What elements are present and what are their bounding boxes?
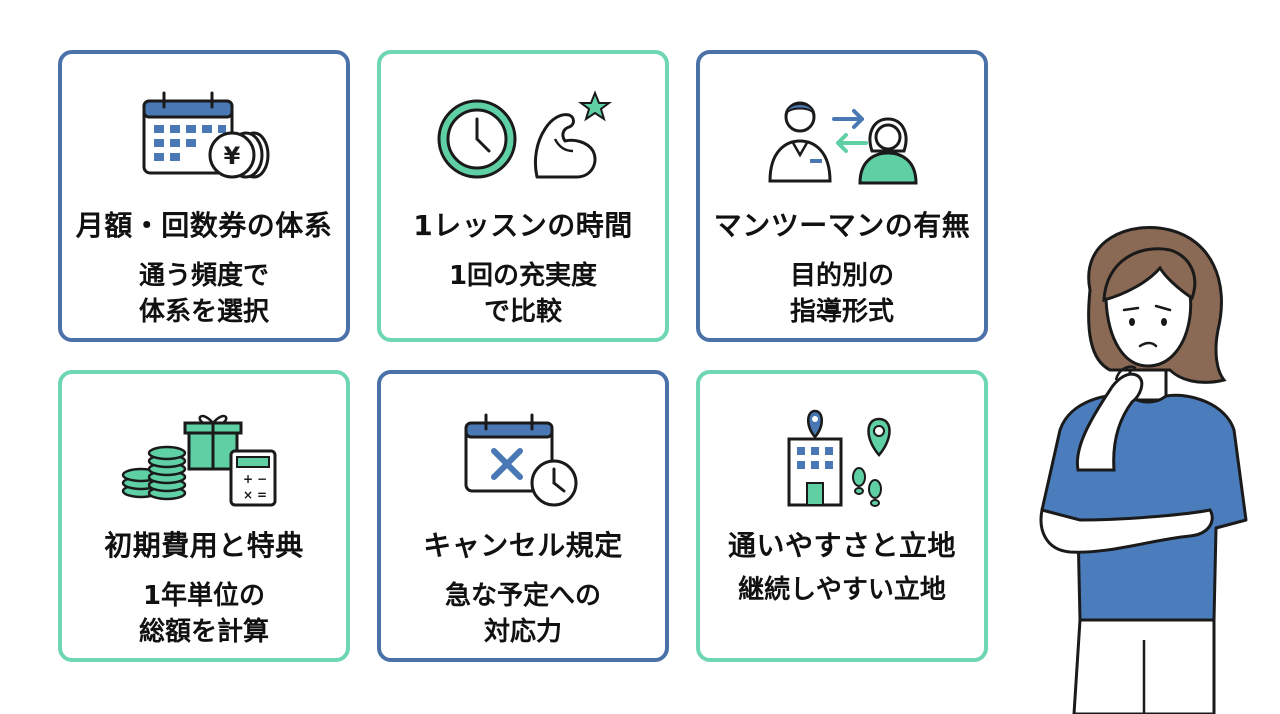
card-pricing-system: ¥ 月額・回数券の体系 通う頻度で 体系を選択: [58, 50, 350, 342]
clock-muscle-icon: [437, 90, 612, 179]
card-subtitle: 1回の充実度 で比較: [448, 261, 598, 327]
card-title: 初期費用と特典: [104, 529, 304, 562]
card-subtitle: 継続しやすい立地: [738, 575, 946, 605]
trainer-client-exchange-icon: [768, 101, 918, 185]
card-title: 月額・回数券の体系: [75, 209, 333, 242]
card-cancellation-policy: キャンセル規定 急な予定への 対応力: [377, 370, 669, 662]
card-subtitle: 目的別の 指導形式: [789, 261, 894, 327]
svg-text:×: ×: [243, 488, 253, 502]
calendar-yen-icon: ¥: [142, 91, 270, 179]
svg-text:¥: ¥: [224, 142, 241, 170]
card-initial-cost: + − × = 初期費用と特典 1年単位の 総額を計算: [58, 370, 350, 662]
card-subtitle: 1年単位の 総額を計算: [138, 581, 269, 647]
card-subtitle: 通う頻度で 体系を選択: [138, 261, 269, 327]
thinking-woman-illustration: [1039, 226, 1248, 714]
building-location-footsteps-icon: [787, 409, 891, 507]
card-location-access: 通いやすさと立地 継続しやすい立地: [696, 370, 988, 662]
svg-text:+: +: [243, 472, 253, 486]
card-title: マンツーマンの有無: [713, 209, 971, 242]
svg-text:−: −: [257, 472, 267, 486]
card-title: 通いやすさと立地: [727, 529, 956, 562]
calendar-cancel-clock-icon: [464, 413, 578, 507]
card-title: 1レッスンの時間: [413, 209, 633, 242]
card-title: キャンセル規定: [423, 529, 623, 562]
svg-text:=: =: [257, 488, 267, 502]
card-personal-training: マンツーマンの有無 目的別の 指導形式: [696, 50, 988, 342]
coins-gift-calculator-icon: + − × =: [121, 414, 277, 507]
card-subtitle: 急な予定への 対応力: [444, 581, 601, 647]
card-lesson-time: 1レッスンの時間 1回の充実度 で比較: [377, 50, 669, 342]
